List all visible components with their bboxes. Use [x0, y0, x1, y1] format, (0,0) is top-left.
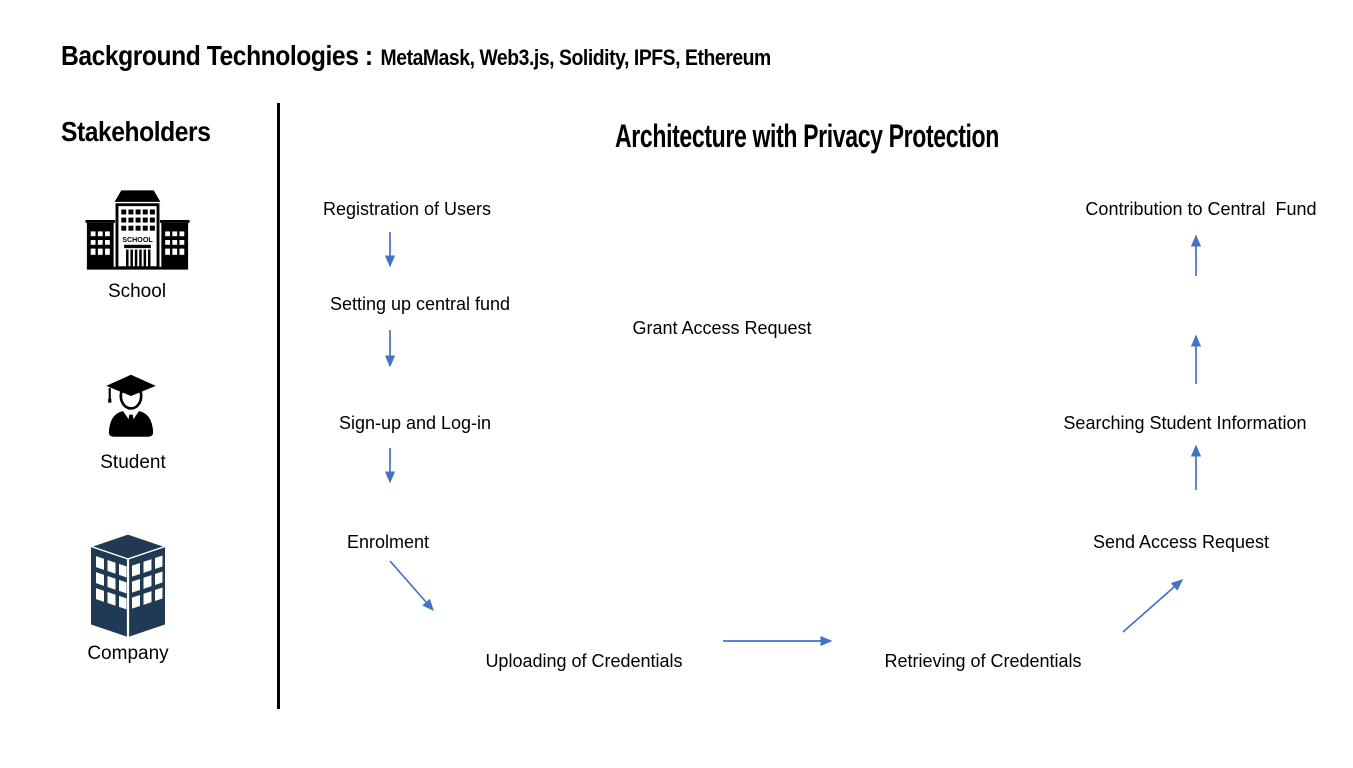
- flow-node-uploading-credentials: Uploading of Credentials: [485, 651, 683, 671]
- school-icon-text: SCHOOL: [122, 236, 153, 244]
- arrow-enrolment-to-uploading: [389, 560, 434, 612]
- flow-node-retrieving-credentials: Retrieving of Credentials: [884, 651, 1082, 671]
- section-divider: [277, 103, 280, 709]
- flow-node-send-access-request: Send Access Request: [1092, 532, 1270, 552]
- school-building-icon: SCHOOL: [85, 188, 190, 272]
- slide-title: Background Technologies : MetaMask, Web3…: [61, 40, 771, 72]
- slide-title-prefix: Background Technologies :: [61, 40, 373, 71]
- flow-node-setting-up-central-fund: Setting up central fund: [329, 294, 511, 314]
- graduate-student-icon: [100, 366, 162, 442]
- office-building-icon: [88, 532, 168, 640]
- flow-node-contribution-central-fund: Contribution to Central Fund: [1085, 199, 1317, 219]
- flow-node-enrolment: Enrolment: [346, 532, 430, 552]
- flow-node-registration: Registration of Users: [322, 199, 492, 219]
- architecture-heading: Architecture with Privacy Protection: [615, 118, 999, 154]
- stakeholders-heading: Stakeholders: [61, 116, 211, 147]
- stakeholder-label-school: School: [107, 281, 167, 302]
- flow-node-sign-up-log-in: Sign-up and Log-in: [338, 413, 492, 433]
- flow-node-grant-access-request: Grant Access Request: [632, 318, 812, 338]
- stakeholder-label-company: Company: [87, 643, 169, 664]
- arrow-retrieving-to-send: [1122, 579, 1184, 633]
- stakeholder-label-student: Student: [100, 452, 166, 473]
- flow-node-searching-student-info: Searching Student Information: [1063, 413, 1307, 433]
- slide-title-technologies: MetaMask, Web3.js, Solidity, IPFS, Ether…: [380, 45, 772, 70]
